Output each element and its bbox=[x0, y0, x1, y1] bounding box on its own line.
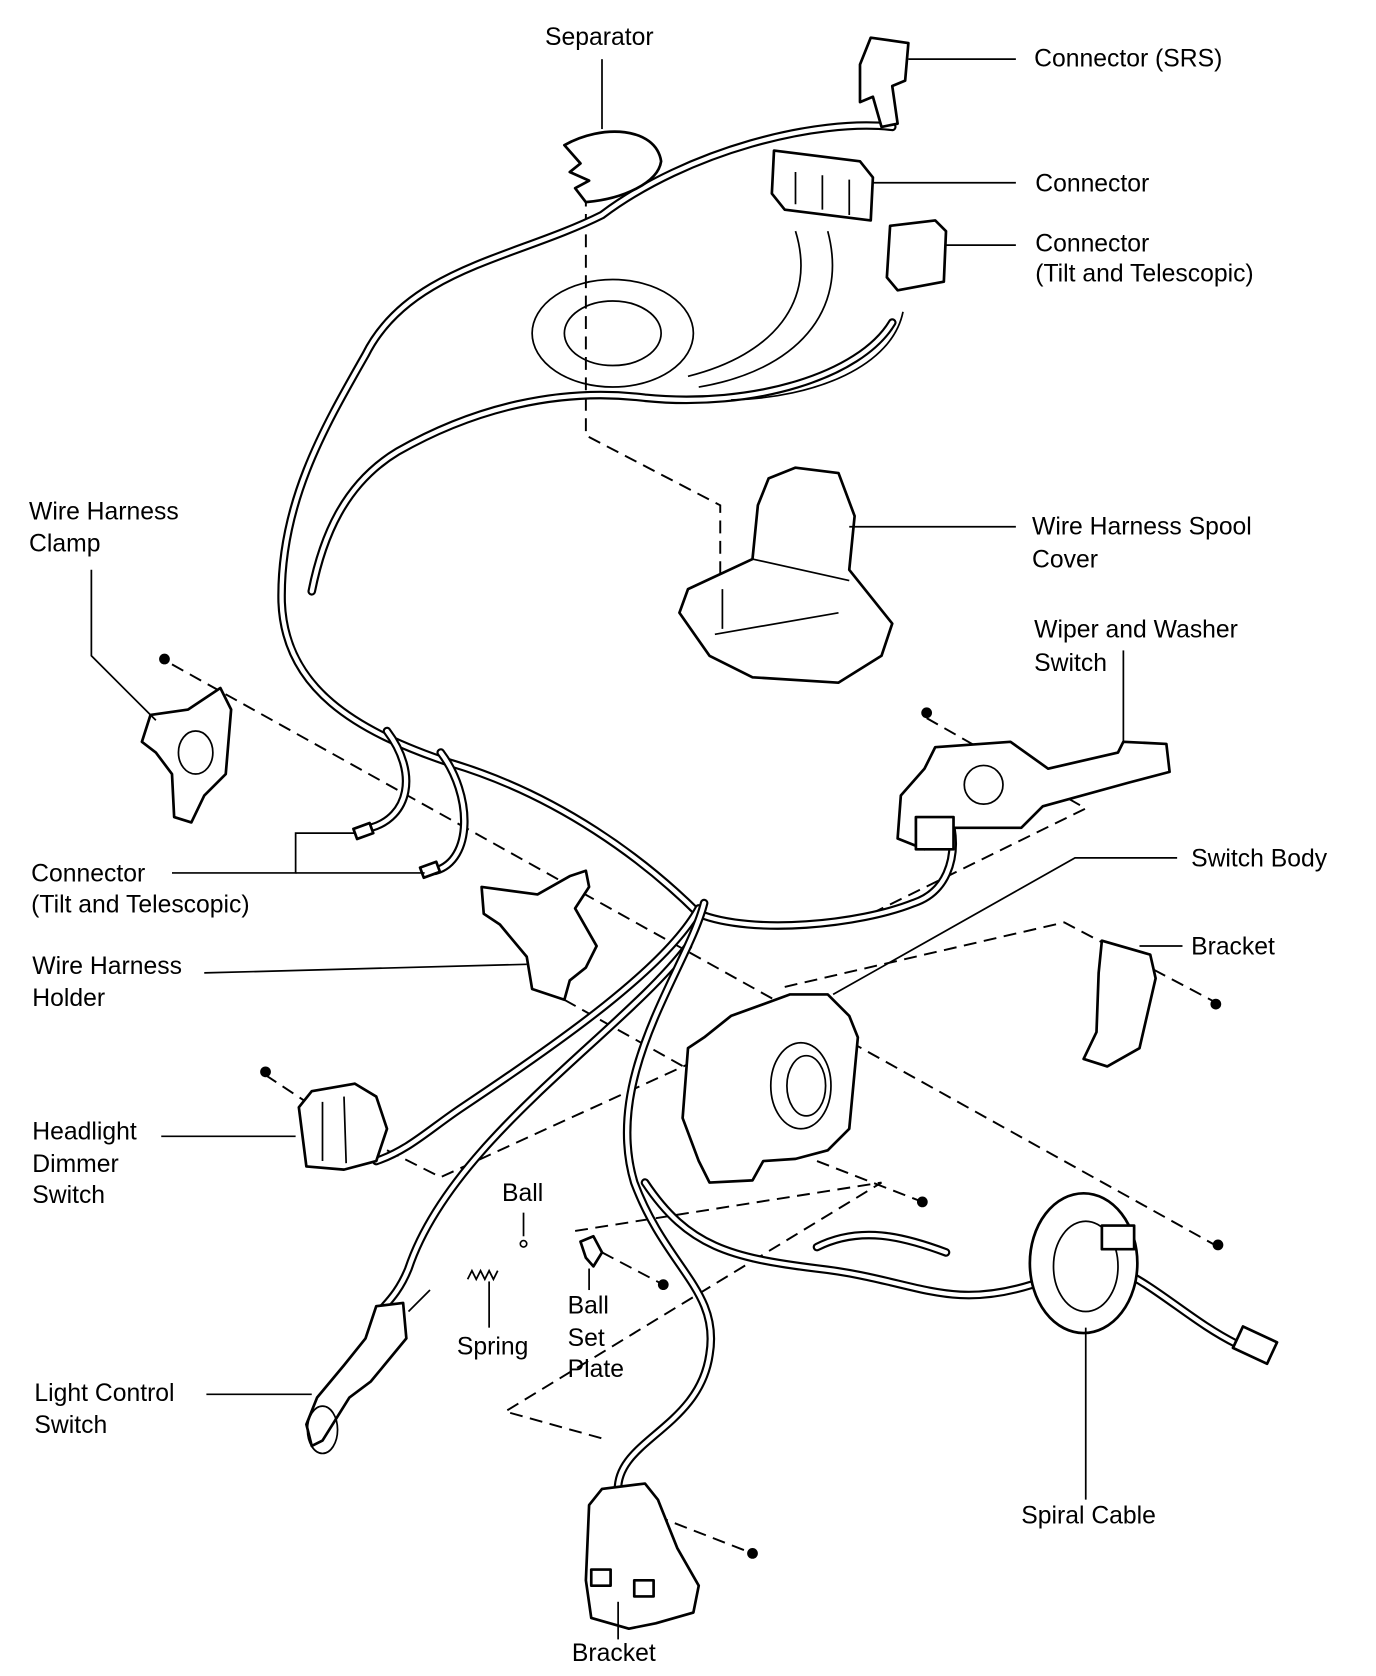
wire-inner bbox=[368, 728, 409, 830]
label-harness-clamp: Clamp bbox=[29, 531, 100, 558]
label-ball-set-plate: Ball bbox=[568, 1293, 609, 1320]
label-connector-srs: Connector (SRS) bbox=[1034, 46, 1222, 73]
label-harness-holder: Holder bbox=[32, 985, 105, 1012]
ball-set-plate-part bbox=[579, 1234, 604, 1268]
screw-icon bbox=[657, 1279, 669, 1291]
label-connector-tilt-left: (Tilt and Telescopic) bbox=[31, 892, 249, 919]
harness-holder-part bbox=[480, 869, 598, 1002]
label-light-control: Switch bbox=[34, 1412, 107, 1439]
label-connector: Connector bbox=[1035, 170, 1149, 197]
screw-icon bbox=[747, 1548, 758, 1559]
label-bracket-bottom: Bracket bbox=[572, 1640, 656, 1667]
screw-icon bbox=[1212, 1239, 1224, 1251]
label-connector-tilt-right: (Tilt and Telescopic) bbox=[1035, 261, 1253, 288]
label-separator: Separator bbox=[545, 24, 654, 51]
label-spiral-cable: Spiral Cable bbox=[1021, 1502, 1156, 1529]
label-switch-body: Switch Body bbox=[1191, 845, 1328, 872]
wire-inner bbox=[309, 320, 895, 594]
wiper-washer-switch-part bbox=[896, 740, 1171, 851]
label-headlight-dimmer: Switch bbox=[32, 1182, 105, 1209]
label-light-control: Light Control bbox=[34, 1380, 174, 1407]
wire-inner bbox=[433, 750, 467, 873]
screw-icon bbox=[921, 707, 933, 719]
screws bbox=[159, 653, 1224, 1559]
label-bracket-right: Bracket bbox=[1191, 934, 1275, 961]
bracket-bottom-part bbox=[584, 1482, 701, 1631]
label-ball-set-plate: Set bbox=[568, 1325, 605, 1352]
wire-spool bbox=[531, 230, 904, 401]
label-wiper-switch: Switch bbox=[1034, 650, 1107, 677]
connector-srs-part bbox=[858, 36, 910, 129]
wire bbox=[366, 726, 411, 833]
screw-icon bbox=[260, 1066, 271, 1078]
harness-clamp-part bbox=[140, 686, 233, 824]
screw-icon bbox=[916, 1196, 928, 1208]
label-connector-tilt-left: Connector bbox=[31, 861, 145, 888]
wire-inner bbox=[814, 1232, 949, 1255]
label-harness-clamp: Wire Harness bbox=[29, 498, 179, 525]
label-spool-cover: Cover bbox=[1032, 547, 1098, 574]
wire-inner bbox=[642, 1180, 1035, 1298]
spiral-cable-part bbox=[1028, 1191, 1279, 1366]
switch-body-part bbox=[681, 993, 860, 1184]
label-connector-tilt-right: Connector bbox=[1035, 231, 1149, 258]
connector-tilt-part bbox=[885, 219, 948, 292]
screw-icon bbox=[1210, 998, 1222, 1010]
label-headlight-dimmer: Headlight bbox=[32, 1119, 137, 1146]
label-headlight-dimmer: Dimmer bbox=[32, 1151, 119, 1178]
label-ball: Ball bbox=[502, 1180, 543, 1207]
wire-inner bbox=[379, 943, 691, 1312]
separator-part bbox=[563, 130, 663, 204]
screw-icon bbox=[159, 653, 170, 665]
label-spool-cover: Wire Harness Spool bbox=[1032, 513, 1252, 540]
label-ball-set-plate: Plate bbox=[568, 1356, 624, 1383]
label-spring: Spring bbox=[457, 1334, 528, 1361]
label-wiper-switch: Wiper and Washer bbox=[1034, 617, 1238, 644]
connector-part bbox=[770, 149, 875, 222]
light-control-switch-part bbox=[305, 1289, 431, 1455]
spool-cover-part bbox=[678, 466, 894, 685]
assembly-dashed-lines bbox=[171, 193, 1216, 1555]
wire-harness bbox=[277, 121, 1241, 1499]
wire-inner bbox=[374, 906, 701, 1164]
wire-inner bbox=[615, 900, 713, 1497]
spring-part bbox=[466, 1268, 499, 1282]
headlight-dimmer-switch-part bbox=[297, 1082, 389, 1171]
ball-part bbox=[519, 1239, 528, 1248]
part-labels: Separator Connector (SRS) Connector Conn… bbox=[29, 24, 1328, 1667]
leader-lines bbox=[90, 58, 1183, 1640]
bracket-right-part bbox=[1082, 939, 1157, 1068]
label-harness-holder: Wire Harness bbox=[32, 953, 182, 980]
wire-inner bbox=[279, 123, 955, 928]
